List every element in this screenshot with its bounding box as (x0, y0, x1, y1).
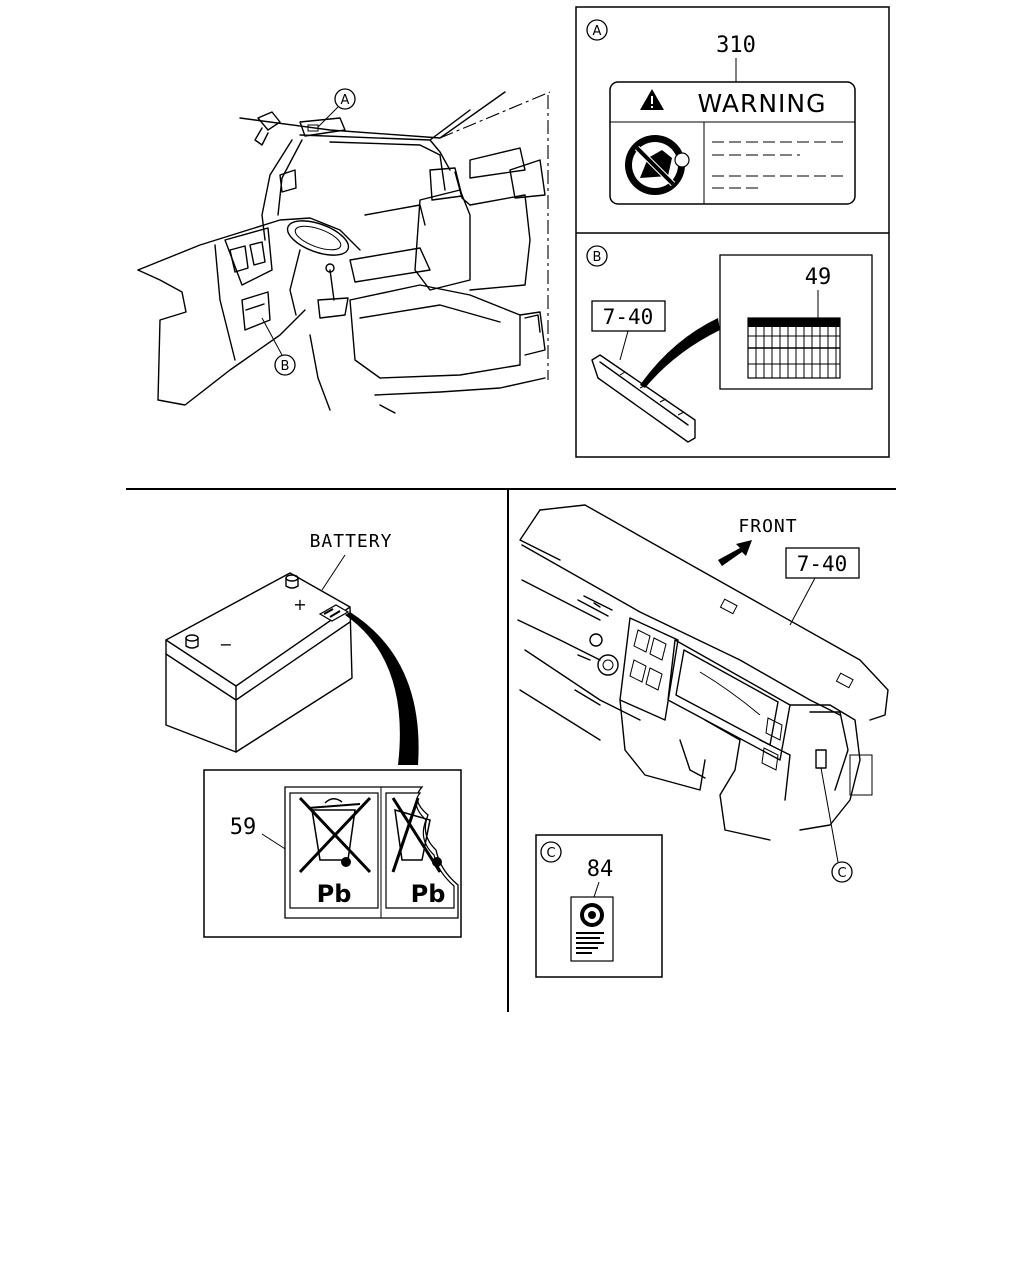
battery-minus-sign: − (219, 635, 232, 654)
battery-plus-sign: + (293, 595, 306, 614)
callout-a-letter: A (341, 93, 350, 108)
fuse-label-49 (747, 317, 841, 379)
section-a-letter: A (593, 24, 602, 39)
part-number-310: 310 (716, 33, 756, 58)
battery-illustration: BATTERY + − (165, 531, 419, 765)
reference-7-40-b: 7-40 (603, 305, 654, 329)
section-b: B 7-40 49 (586, 245, 873, 443)
front-label: FRONT (738, 516, 797, 537)
battery-label: BATTERY (310, 531, 393, 552)
callout-b-letter: B (281, 359, 290, 374)
warning-heading: WARNING (698, 89, 827, 118)
recycling-label-panel: 59 Pb Pb (203, 769, 462, 938)
callout-a-interior: A (317, 88, 356, 128)
part-number-59: 59 (230, 815, 257, 840)
section-c-panel: C 84 (535, 834, 663, 978)
part-number-84: 84 (587, 857, 614, 882)
dashboard-illustration: FRONT 7-40 (517, 504, 889, 883)
cab-interior-illustration (137, 91, 551, 414)
part-number-49: 49 (805, 265, 832, 290)
pb-symbol-text-2: Pb (411, 880, 446, 908)
no-child-seat-icon (625, 135, 690, 195)
crossed-bin-icon-partial: Pb (385, 792, 455, 909)
section-b-letter: B (593, 250, 602, 265)
pb-symbol-text: Pb (317, 880, 352, 908)
callout-c-dash-letter: C (837, 866, 846, 881)
leader-wedge-b (640, 318, 720, 388)
callout-b-interior: B (261, 317, 296, 376)
reference-7-40-dash: 7-40 (797, 552, 848, 576)
crossed-bin-icon: Pb (289, 792, 379, 909)
label-84-icon (570, 896, 614, 962)
section-c-letter: C (546, 846, 555, 861)
leader-wedge-battery (345, 612, 419, 765)
section-a: A 310 WARNING (586, 19, 856, 205)
warning-label-310: WARNING (609, 81, 856, 205)
front-arrow-icon (718, 540, 752, 566)
